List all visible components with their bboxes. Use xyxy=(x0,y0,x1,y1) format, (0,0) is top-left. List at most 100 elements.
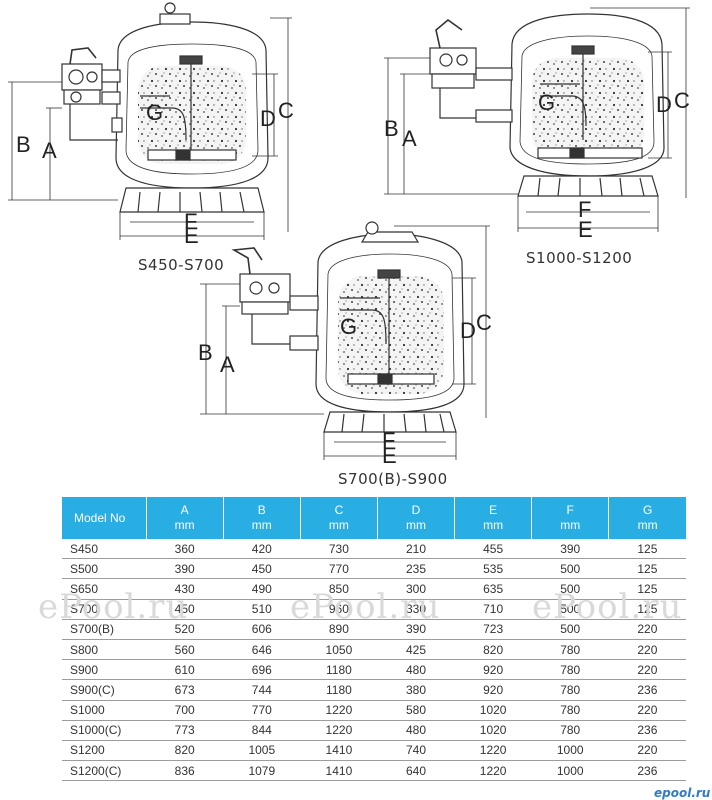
value-cell: 960 xyxy=(300,599,378,620)
model-cell: S700 xyxy=(62,599,147,620)
value-cell: 125 xyxy=(608,578,686,600)
model-cell: S1200 xyxy=(62,740,147,762)
diagram-s450-s700 xyxy=(8,2,292,240)
value-cell: 300 xyxy=(377,578,455,600)
value-cell: 1000 xyxy=(531,760,609,782)
value-cell: 610 xyxy=(146,659,224,681)
value-cell: 635 xyxy=(454,578,532,600)
header-unit: mm xyxy=(406,518,426,532)
value-cell: 820 xyxy=(146,740,224,762)
value-cell: 1020 xyxy=(454,700,532,721)
diagram-s700b-s900 xyxy=(200,221,490,460)
value-cell: 500 xyxy=(531,619,609,640)
header-title: E xyxy=(489,503,498,517)
value-cell: 780 xyxy=(531,720,609,741)
value-cell: 1050 xyxy=(300,639,378,661)
value-cell: 1005 xyxy=(223,740,301,762)
value-cell: 236 xyxy=(608,679,686,701)
value-cell: 390 xyxy=(146,558,224,580)
value-cell: 646 xyxy=(223,639,301,661)
value-cell: 1220 xyxy=(454,740,532,762)
label-a: A xyxy=(42,138,57,163)
value-cell: 235 xyxy=(377,558,455,580)
value-cell: 744 xyxy=(223,679,301,701)
label-f: F xyxy=(382,428,395,453)
model-cell: S450 xyxy=(62,539,147,560)
label-c: C xyxy=(278,98,294,123)
value-cell: 450 xyxy=(223,558,301,580)
label-c: C xyxy=(476,310,492,335)
value-cell: 125 xyxy=(608,539,686,560)
value-cell: 500 xyxy=(531,578,609,600)
value-cell: 500 xyxy=(531,599,609,620)
value-cell: 1000 xyxy=(531,740,609,762)
header-title: C xyxy=(334,503,344,517)
caption-s700b-s900: S700(B)-S900 xyxy=(338,470,448,488)
model-cell: S900(C) xyxy=(62,679,147,701)
label-g: G xyxy=(538,90,555,115)
value-cell: 490 xyxy=(223,578,301,600)
value-cell: 380 xyxy=(377,679,455,701)
model-cell: S650 xyxy=(62,578,147,600)
value-cell: 220 xyxy=(608,639,686,661)
value-cell: 770 xyxy=(223,700,301,721)
value-cell: 920 xyxy=(454,679,532,701)
value-cell: 730 xyxy=(300,539,378,560)
label-d: D xyxy=(260,106,276,131)
value-cell: 220 xyxy=(608,740,686,762)
value-cell: 560 xyxy=(146,639,224,661)
header-title: D xyxy=(411,503,421,517)
header-unit: mm xyxy=(328,518,349,532)
label-e: E xyxy=(184,223,199,248)
value-cell: 1220 xyxy=(454,760,532,782)
header-unit: mm xyxy=(560,518,581,532)
label-e: E xyxy=(578,217,593,242)
model-cell: S700(B) xyxy=(62,619,147,640)
value-cell: 1410 xyxy=(300,740,378,762)
value-cell: 740 xyxy=(377,740,455,762)
value-cell: 640 xyxy=(377,760,455,782)
value-cell: 480 xyxy=(377,659,455,681)
label-e: E xyxy=(382,443,397,468)
value-cell: 220 xyxy=(608,619,686,640)
value-cell: 780 xyxy=(531,700,609,721)
label-g: G xyxy=(146,100,163,125)
value-cell: 580 xyxy=(377,700,455,721)
value-cell: 773 xyxy=(146,720,224,741)
model-cell: S800 xyxy=(62,639,147,661)
label-b: B xyxy=(384,116,399,141)
value-cell: 390 xyxy=(531,539,609,560)
diagram-s450-s700-labels: B A D C G F E S450-S700 xyxy=(16,98,294,274)
label-d: D xyxy=(460,318,476,343)
value-cell: 696 xyxy=(223,659,301,681)
value-cell: 1220 xyxy=(300,720,378,741)
label-a: A xyxy=(220,352,235,377)
value-cell: 780 xyxy=(531,679,609,701)
value-cell: 330 xyxy=(377,599,455,620)
value-cell: 125 xyxy=(608,599,686,620)
diagram-s700b-s900-labels: B A D C G F E S700(B)-S900 xyxy=(198,310,492,488)
value-cell: 535 xyxy=(454,558,532,580)
header-title: B xyxy=(257,503,266,517)
label-a: A xyxy=(402,126,417,151)
header-unit: mm xyxy=(251,518,272,532)
caption-s450-s700: S450-S700 xyxy=(138,256,224,274)
caption-s1000-s1200: S1000-S1200 xyxy=(526,249,632,267)
header-title: A xyxy=(180,503,189,517)
header-title: G xyxy=(642,503,653,517)
label-g: G xyxy=(340,314,357,339)
value-cell: 236 xyxy=(608,760,686,782)
header-title: Model No xyxy=(74,510,126,525)
model-cell: S1000 xyxy=(62,700,147,721)
